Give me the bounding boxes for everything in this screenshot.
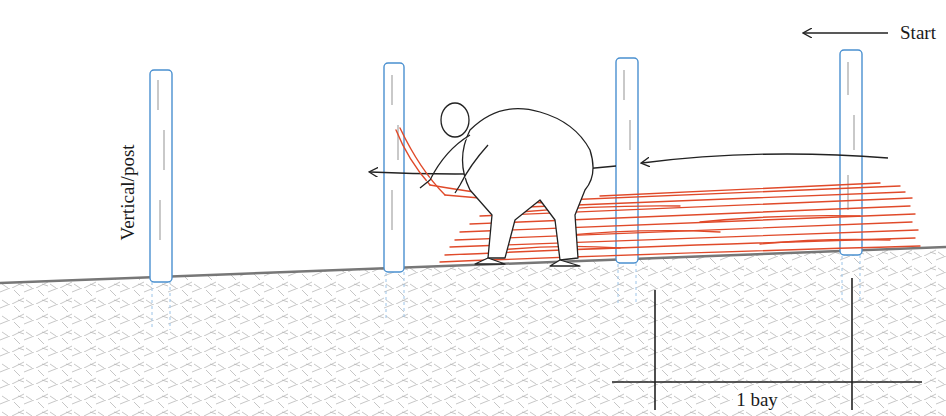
- weave-arrow: [642, 154, 888, 163]
- bay-dimension: [612, 278, 922, 410]
- dimension-label: 1 bay: [733, 390, 781, 411]
- post-label: Vertical/post: [118, 141, 139, 243]
- worker-figure: [420, 103, 593, 266]
- ground: [0, 247, 946, 416]
- ground-line: [0, 247, 946, 283]
- post-stubs: [152, 255, 860, 330]
- posts: [150, 50, 862, 282]
- start-label: Start: [897, 23, 939, 44]
- direction-arrow: [804, 32, 888, 33]
